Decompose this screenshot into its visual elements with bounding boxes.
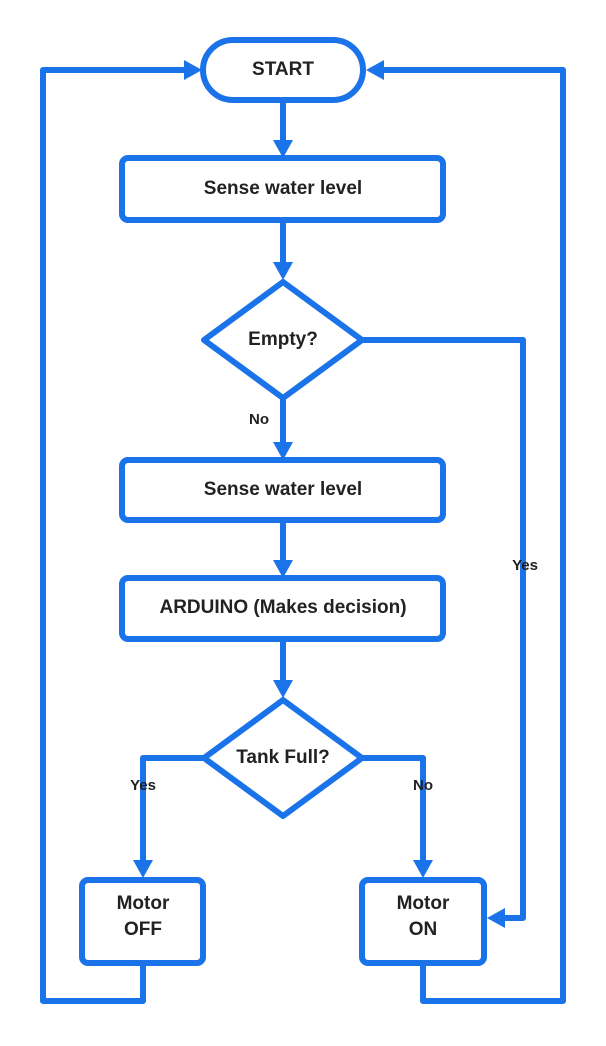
node-motor-on: Motor ON [359, 877, 487, 966]
sense-water-level-2-box [119, 457, 446, 523]
arrowheads [133, 60, 505, 928]
motor-off-box [79, 877, 206, 966]
motor-on-box [359, 877, 487, 966]
arrowhead-motor-off [133, 860, 153, 878]
edge-label-empty-yes: Yes [512, 557, 538, 574]
motor-on-label-line2: ON [409, 919, 438, 940]
edge-label-empty-no: No [249, 411, 269, 428]
start-label: START [252, 59, 314, 80]
sense-water-level-2-label: Sense water level [204, 479, 362, 500]
node-empty-decision: Empty? [201, 279, 365, 401]
edge-labels: No Yes Yes No [130, 411, 538, 794]
arduino-label: ARDUINO (Makes decision) [159, 597, 406, 618]
connectors [40, 67, 566, 1004]
arrowhead-sense1 [273, 140, 293, 158]
empty-decision-diamond [201, 279, 365, 401]
arrowhead-start-right [366, 60, 384, 80]
node-sense-water-level-2: Sense water level [119, 457, 446, 523]
tank-full-decision-label: Tank Full? [236, 747, 330, 768]
start-terminal [200, 37, 366, 103]
arrowhead-motor-on-yes [487, 908, 505, 928]
motor-off-label-line2: OFF [124, 919, 162, 940]
motor-off-label-line1: Motor [117, 893, 170, 914]
arrowhead-empty [273, 262, 293, 280]
arrowhead-sense2 [273, 442, 293, 460]
connector-motor-off-loop [40, 67, 195, 1004]
connector-motor-on-loop [373, 67, 566, 1004]
arrowhead-motor-on [413, 860, 433, 878]
motor-on-label-line1: Motor [397, 893, 450, 914]
node-arduino: ARDUINO (Makes decision) [119, 575, 446, 642]
edge-label-tank-full-no: No [413, 777, 433, 794]
empty-decision-label: Empty? [248, 329, 318, 350]
arrowhead-start-left [184, 60, 202, 80]
tank-full-decision-diamond [201, 697, 365, 819]
node-tank-full-decision: Tank Full? [201, 697, 365, 819]
sense-water-level-1-label: Sense water level [204, 178, 362, 199]
connector-empty-yes [359, 337, 526, 921]
sense-water-level-1-box [119, 155, 446, 223]
node-start: START [200, 37, 366, 103]
arrowhead-arduino [273, 560, 293, 578]
node-sense-water-level-1: Sense water level [119, 155, 446, 223]
node-motor-off: Motor OFF [79, 877, 206, 966]
arrowhead-tankfull [273, 680, 293, 698]
connector-tankfull-no [359, 755, 426, 871]
connector-tankfull-yes [140, 755, 208, 871]
arduino-box [119, 575, 446, 642]
edge-label-tank-full-yes: Yes [130, 777, 156, 794]
